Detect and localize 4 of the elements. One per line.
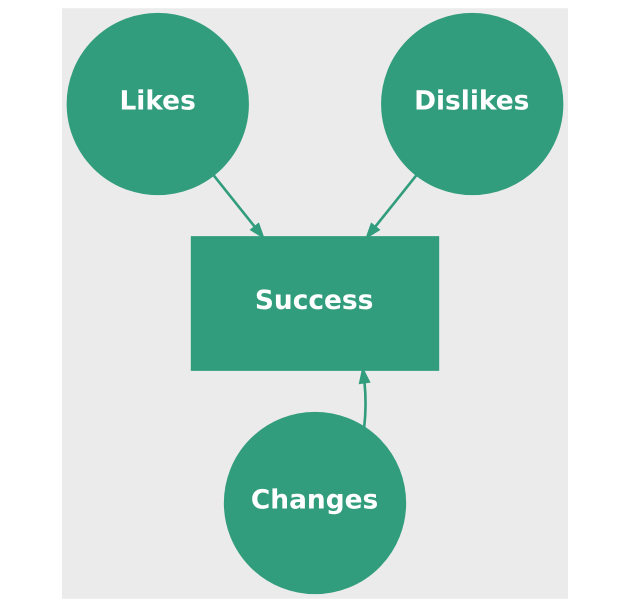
node-box: Success — [190, 236, 439, 371]
node-circle: Dislikes — [380, 12, 563, 196]
node-circle: Changes — [223, 412, 406, 594]
node-circle: Likes — [66, 12, 248, 196]
